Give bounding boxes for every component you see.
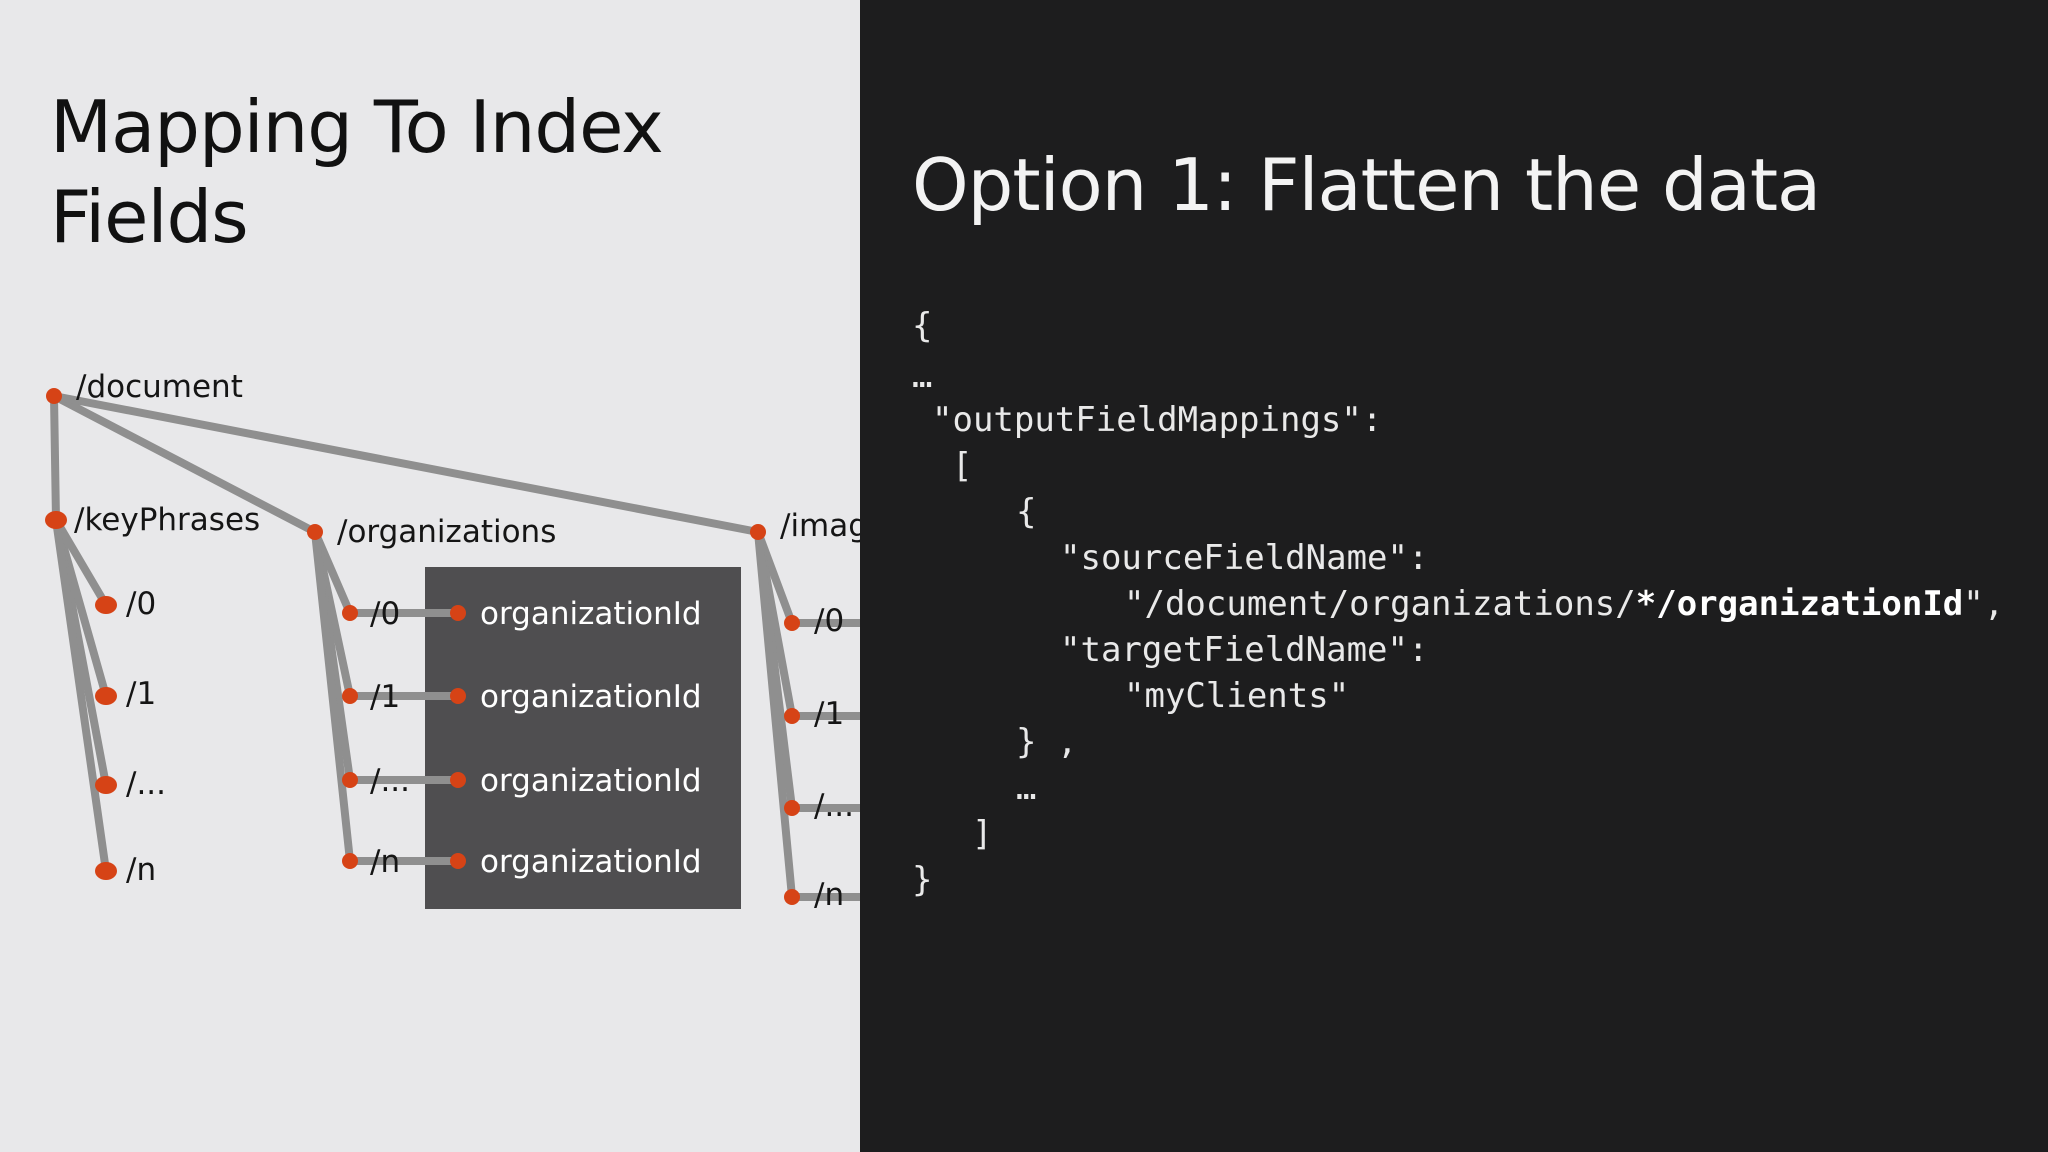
label-kp-1: /1 (126, 676, 156, 712)
edge-root-images (50, 392, 762, 536)
right-panel: Option 1: Flatten the data { … "outputFi… (860, 0, 2048, 1152)
label-images: /imag (780, 508, 860, 544)
label-img-1: /1 (814, 696, 844, 732)
edge-org-3 (311, 528, 354, 865)
label-img-3: /n (814, 877, 844, 913)
left-panel: Mapping To Index Fields (0, 0, 860, 1152)
left-title-line1: Mapping To Index (50, 85, 664, 169)
node-img-0 (784, 615, 800, 631)
label-img-0: /0 (814, 603, 844, 639)
code-ellipsis-1: … (912, 356, 933, 396)
label-kp-0: /0 (126, 586, 156, 622)
label-orgid-1: organizationId (480, 679, 702, 715)
code-output-key: "outputFieldMappings": (932, 400, 1383, 440)
code-source-suffix: ", (1963, 584, 2005, 624)
label-kp-3: /n (126, 852, 156, 888)
label-orgid-0: organizationId (480, 596, 702, 632)
code-target-key: "targetFieldName": (1060, 630, 1429, 670)
node-kp-0 (95, 596, 117, 614)
code-inner-open: { (1016, 492, 1037, 532)
label-org-2: /... (370, 763, 410, 799)
node-labels: /document /keyPhrases /organizations /im… (74, 369, 860, 913)
node-img-1 (784, 708, 800, 724)
label-org-3: /n (370, 844, 400, 880)
code-close-brace: } (912, 860, 933, 900)
node-kp-3 (95, 862, 117, 880)
right-title: Option 1: Flatten the data (912, 143, 1821, 227)
label-orgid-3: organizationId (480, 844, 702, 880)
organization-id-box (425, 567, 741, 909)
code-ellipsis-2: … (1016, 768, 1037, 808)
left-title-line2: Fields (50, 175, 249, 259)
label-orgid-2: organizationId (480, 763, 702, 799)
node-keyphrases (45, 511, 67, 529)
node-orgid-1 (450, 688, 466, 704)
label-org-1: /1 (370, 679, 400, 715)
node-org-2 (342, 772, 358, 788)
edge-kp-0 (52, 516, 110, 609)
code-source-highlight: */organizationId (1635, 584, 1964, 624)
node-organizations (307, 524, 323, 540)
edge-img-3 (754, 528, 796, 901)
code-source-key: "sourceFieldName": (1060, 538, 1429, 578)
node-orgid-3 (450, 853, 466, 869)
code-target-value: "myClients" (1124, 676, 1350, 716)
tree-nodes (45, 388, 800, 905)
code-open-bracket: [ (952, 446, 973, 486)
code-source-value: "/document/organizations/*/organizationI… (1124, 584, 2004, 624)
code-close-bracket: ] (972, 814, 993, 854)
node-org-0 (342, 605, 358, 621)
label-org-0: /0 (370, 596, 400, 632)
node-kp-1 (95, 687, 117, 705)
edge-root-organizations (50, 392, 319, 536)
node-org-1 (342, 688, 358, 704)
code-inner-close: } , (1016, 722, 1078, 762)
left-title: Mapping To Index Fields (50, 82, 664, 262)
label-kp-2: /... (126, 766, 166, 802)
node-img-3 (784, 889, 800, 905)
node-orgid-0 (450, 605, 466, 621)
label-img-2: /... (814, 788, 854, 824)
node-org-3 (342, 853, 358, 869)
node-orgid-2 (450, 772, 466, 788)
tree-edges (50, 392, 860, 901)
node-img-2 (784, 800, 800, 816)
label-root: /document (76, 369, 243, 405)
label-organizations: /organizations (337, 514, 556, 550)
code-open-brace: { (912, 306, 933, 346)
code-source-prefix: "/document/organizations/ (1124, 584, 1636, 624)
label-keyphrases: /keyPhrases (74, 502, 260, 538)
node-root (46, 388, 62, 404)
edge-kp-3 (52, 516, 110, 875)
node-images (750, 524, 766, 540)
tree-diagram: /document /keyPhrases /organizations /im… (45, 369, 860, 913)
node-kp-2 (95, 776, 117, 794)
edge-root-keyphrases (50, 392, 60, 524)
